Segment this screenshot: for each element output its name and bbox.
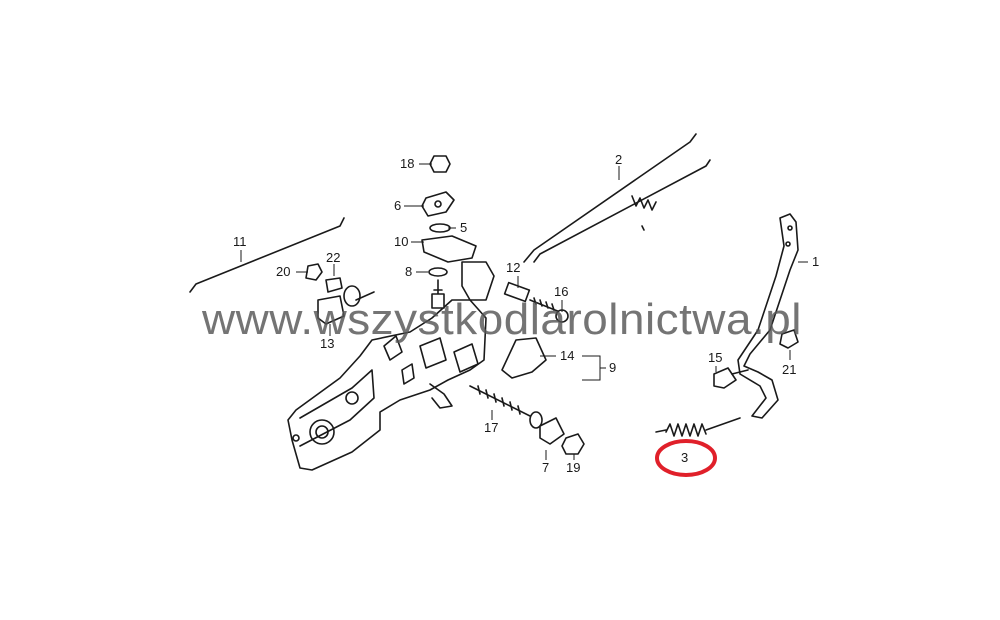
callout-14: 14 — [560, 348, 574, 363]
highlight-ring — [655, 439, 717, 477]
left-bracket-cluster — [305, 263, 375, 325]
callout-6: 6 — [394, 198, 401, 213]
callout-20: 20 — [276, 264, 290, 279]
callout-9: 9 — [609, 360, 616, 375]
callout-22: 22 — [326, 250, 340, 265]
callout-13: 13 — [320, 336, 334, 351]
callout-3: 3 — [681, 450, 688, 465]
part-15 — [713, 367, 737, 389]
rod-2 — [523, 133, 711, 263]
callout-12: 12 — [506, 260, 520, 275]
spring-3 — [655, 417, 741, 437]
lever-1 — [737, 213, 799, 419]
callout-2: 2 — [615, 152, 622, 167]
callout-19: 19 — [566, 460, 580, 475]
callout-7: 7 — [542, 460, 549, 475]
watermark-text: www.wszystkodlarolnictwa.pl — [201, 295, 802, 344]
bolt-cluster — [469, 385, 585, 455]
center-stack — [421, 155, 477, 309]
mounting-plate — [287, 261, 495, 471]
callout-11: 11 — [233, 234, 247, 249]
pin-cluster — [503, 281, 569, 323]
callout-15: 15 — [708, 350, 722, 365]
callout-18: 18 — [400, 156, 414, 171]
callout-8: 8 — [405, 264, 412, 279]
bracket-14 — [501, 337, 547, 379]
callout-21: 21 — [782, 362, 796, 377]
callout-5: 5 — [460, 220, 467, 235]
callout-16: 16 — [554, 284, 568, 299]
rod-11 — [189, 217, 345, 293]
callout-1: 1 — [812, 254, 819, 269]
callout-17: 17 — [484, 420, 498, 435]
callout-labels: 1 2 3 5 6 7 8 9 10 11 12 13 14 15 16 17 … — [233, 152, 819, 475]
leader-lines — [240, 163, 808, 460]
callout-10: 10 — [394, 234, 408, 249]
